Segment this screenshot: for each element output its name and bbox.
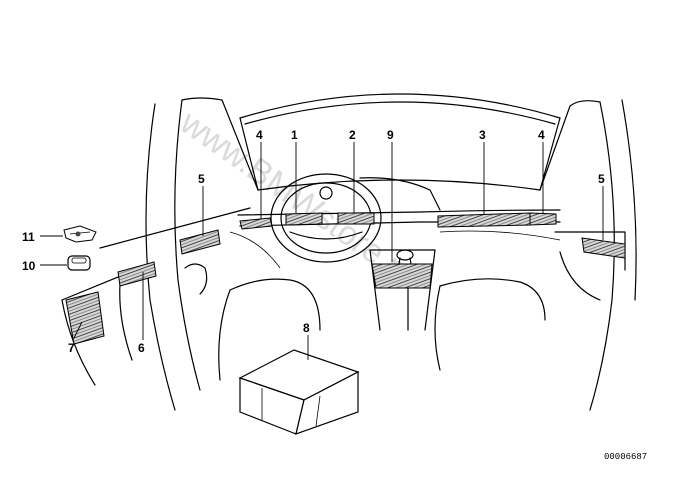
leader-lines <box>40 142 604 360</box>
part-11-clip <box>63 225 97 243</box>
callout-5-right: 5 <box>598 172 605 186</box>
trim-passenger-dash <box>437 212 531 228</box>
callout-2: 2 <box>349 128 356 142</box>
right-door-frame <box>589 99 637 411</box>
callout-3: 3 <box>479 128 486 142</box>
callout-1: 1 <box>291 128 298 142</box>
windshield-frame <box>181 93 601 191</box>
trim-right-corner <box>529 212 557 226</box>
trim-gear-console <box>371 263 433 289</box>
callout-7: 7 <box>68 341 75 355</box>
callout-4-right: 4 <box>538 128 545 142</box>
part-8-box <box>238 349 360 435</box>
trim-driver-dash <box>285 212 323 226</box>
callout-8: 8 <box>303 321 310 335</box>
drawing-number: 00006687 <box>604 452 647 462</box>
trim-right-door-upper <box>581 237 626 259</box>
callout-10: 10 <box>22 259 36 273</box>
callout-6: 6 <box>138 341 145 355</box>
trim-left-door-upper <box>179 229 221 255</box>
trim-left-door-lower <box>117 261 157 287</box>
left-door-frame <box>99 99 251 411</box>
trim-instrument-panel <box>337 212 375 225</box>
trim-left-corner <box>239 217 273 230</box>
trim-door-handle <box>65 291 105 345</box>
left-door-panel <box>61 263 208 386</box>
left-seat <box>218 278 321 381</box>
part-10-cap <box>67 255 91 271</box>
callout-9: 9 <box>387 128 394 142</box>
callout-5-left: 5 <box>198 172 205 186</box>
callout-11: 11 <box>22 230 35 244</box>
callout-4-left: 4 <box>256 128 263 142</box>
right-seat <box>434 278 546 371</box>
